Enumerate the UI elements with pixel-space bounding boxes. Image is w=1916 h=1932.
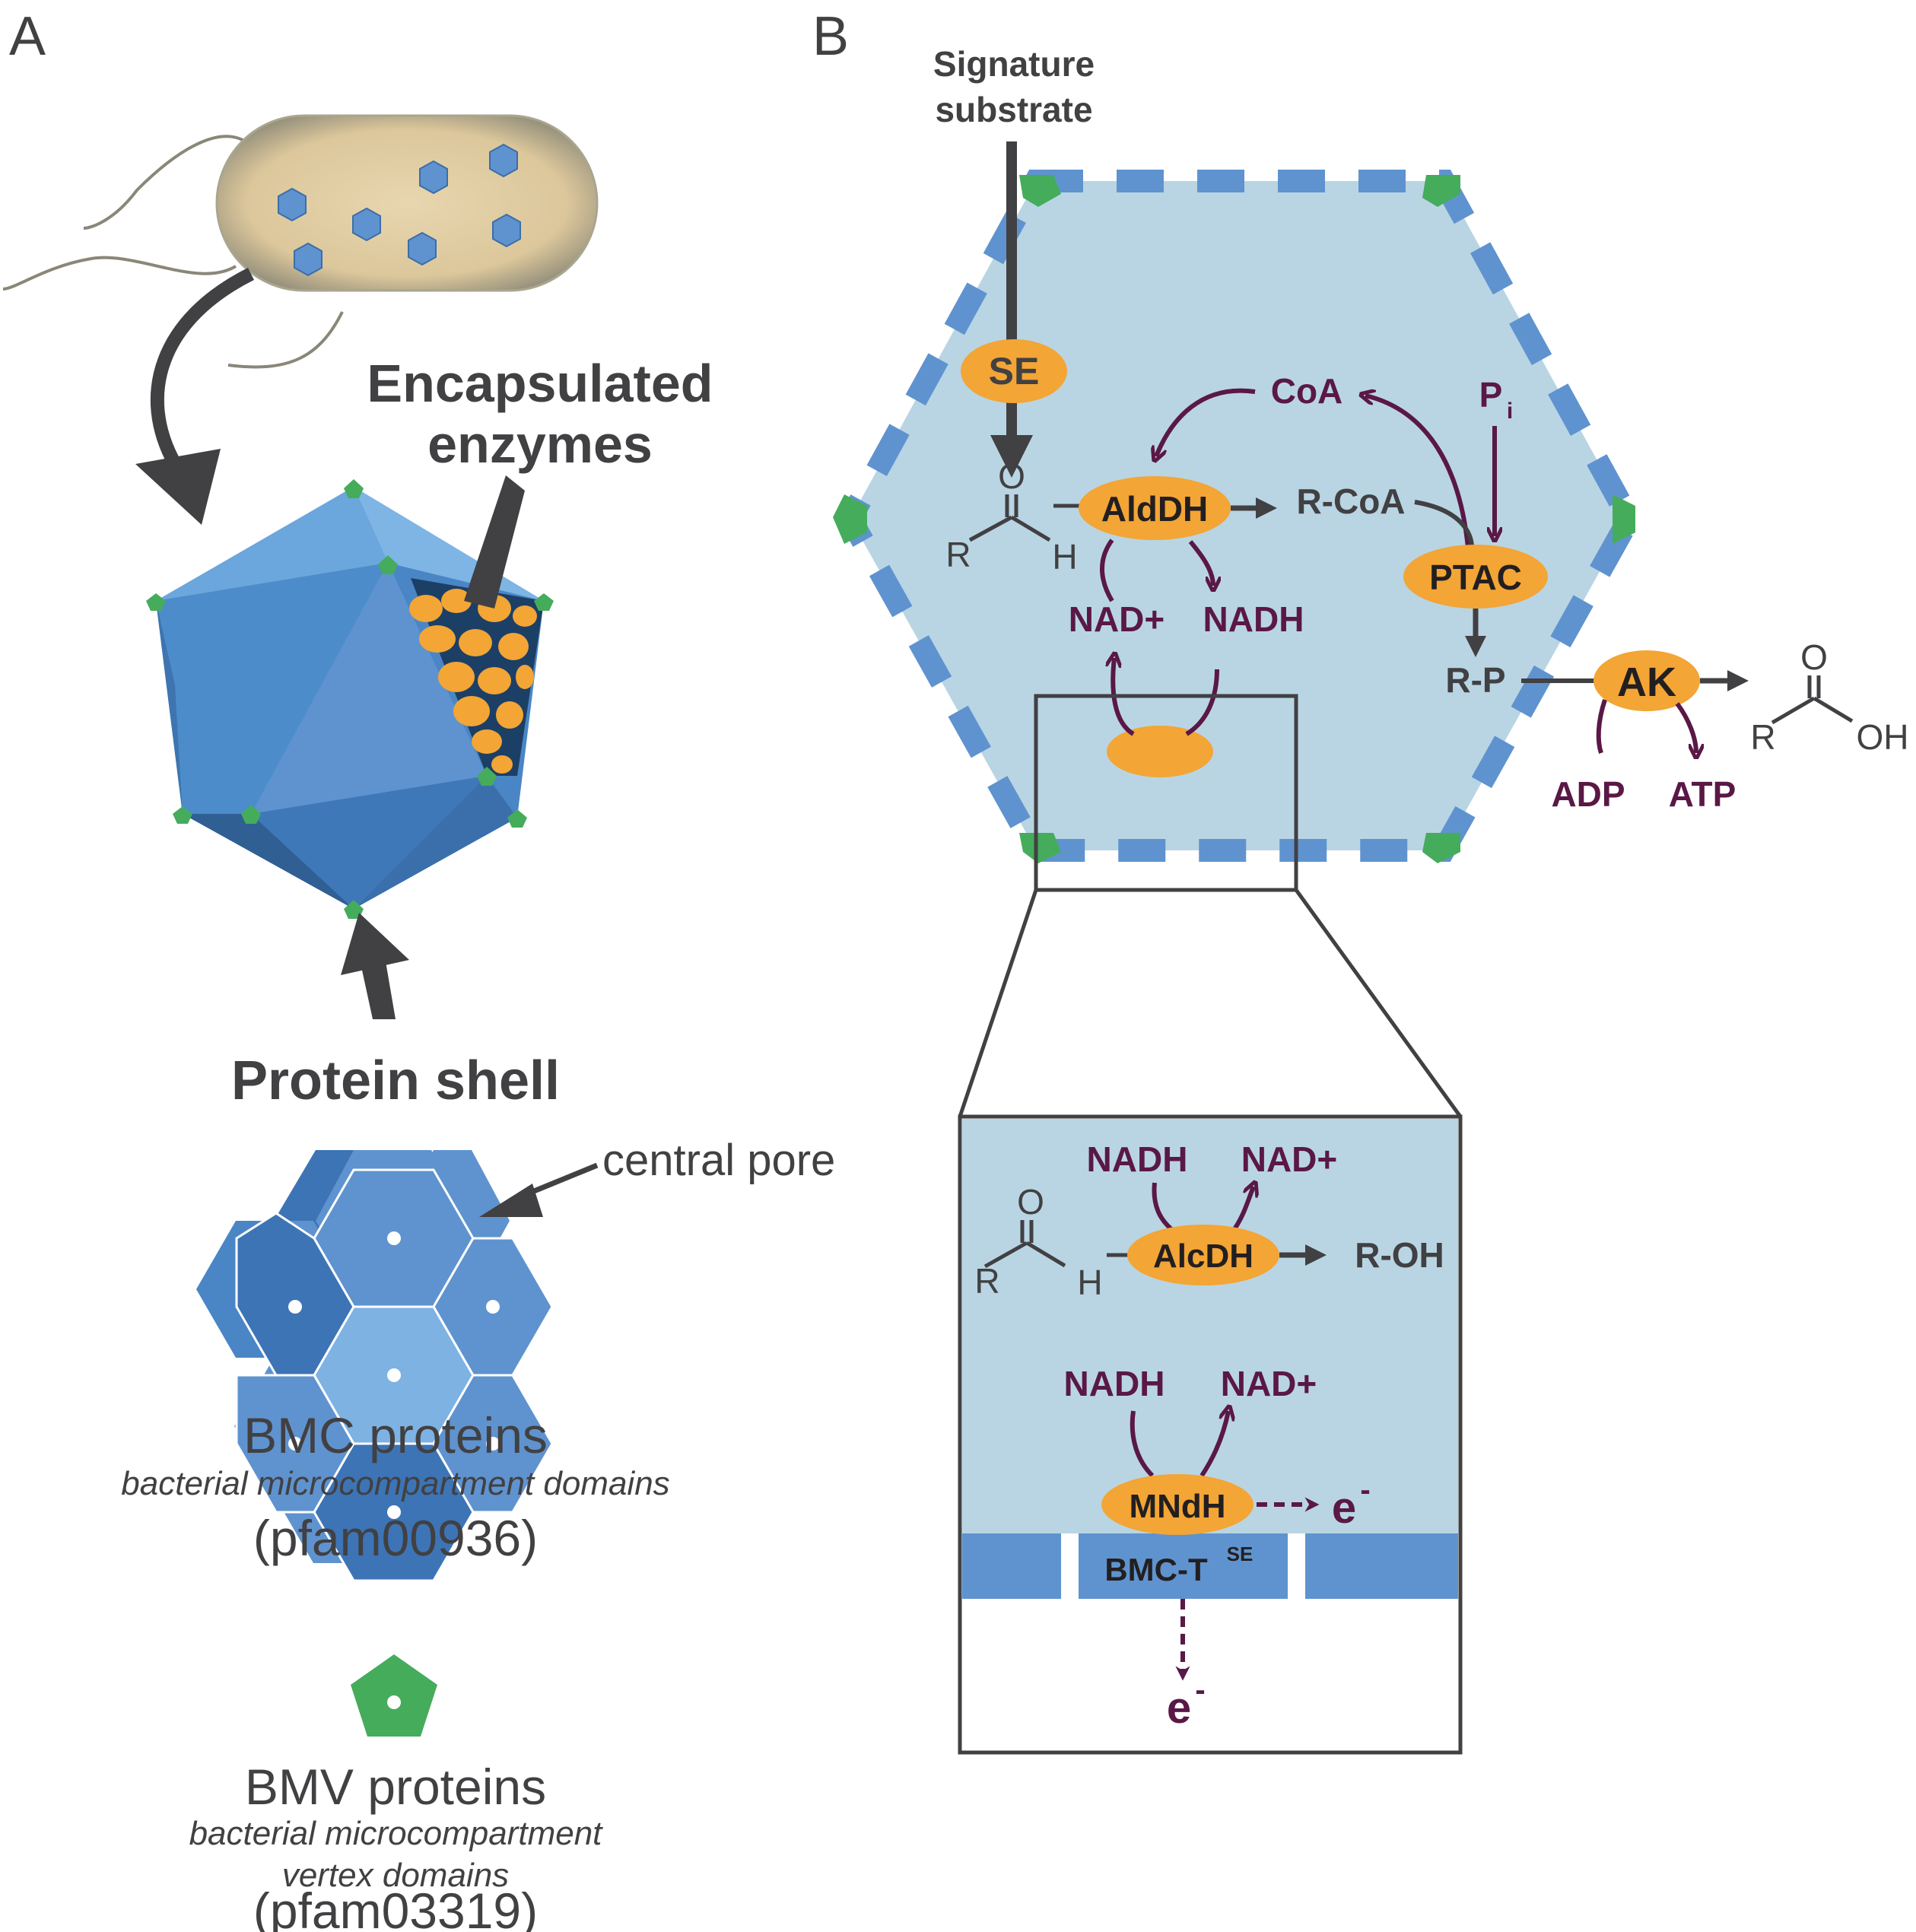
bmv-proteins-pfam: (pfam03319): [253, 1883, 538, 1932]
r-p-label: R-P: [1445, 660, 1505, 700]
inset-nadh-label-1: NADH: [1087, 1139, 1188, 1179]
coa-to-alddh-arrow: [1156, 388, 1256, 456]
signature-substrate-label-line2: substrate: [935, 90, 1092, 129]
aldehyde-o: O: [998, 456, 1025, 496]
acid-oh: OH: [1857, 717, 1909, 757]
enzyme-ptac: [1403, 545, 1548, 609]
central-pore-label: central pore: [602, 1136, 835, 1185]
pi-label: P: [1479, 375, 1503, 415]
zoom-line-right: [1294, 888, 1463, 1118]
rcoa-to-ptac-line: [1414, 500, 1474, 548]
nadh-to-recycling-arc: [1185, 669, 1219, 736]
bmv-proteins-subtitle-line2: vertex domains: [282, 1857, 509, 1894]
mini-microcompartment-icon: [278, 143, 521, 277]
inset-aldehyde-r: R: [974, 1261, 999, 1301]
recycling-to-nad-arrow: [1113, 658, 1135, 736]
electron-label-1: e: [1332, 1483, 1356, 1533]
inset-nadh-label-2: NADH: [1064, 1364, 1165, 1403]
r-oh-label: R-OH: [1355, 1235, 1444, 1275]
encapsulated-enzymes-title-line2: enzymes: [427, 415, 653, 474]
inset-shell-segment-right: [1305, 1533, 1458, 1599]
adp-to-ak-arc: [1596, 699, 1607, 754]
zoom-line-left: [958, 889, 1038, 1117]
electron-sup-2: -: [1195, 1673, 1205, 1707]
signature-substrate-label: Signature: [933, 44, 1095, 84]
bmc-proteins-title: BMC proteins: [243, 1407, 548, 1463]
protein-shell-label: Protein shell: [231, 1050, 560, 1111]
enzyme-mndh: [1101, 1474, 1254, 1535]
aldehyde-structure: [968, 494, 1080, 542]
aldehyde-h: H: [1052, 537, 1077, 577]
bmc-proteins-subtitle: bacterial microcompartment domains: [121, 1465, 669, 1502]
pi-subscript: i: [1507, 399, 1513, 424]
inset-lumen: [962, 1119, 1458, 1533]
ak-to-atp-arrow: [1675, 702, 1696, 753]
zoom-arrow-curved: [150, 267, 255, 468]
bmc-proteins-pfam: (pfam00936): [253, 1510, 538, 1566]
bmc-t-se-sup: SE: [1227, 1543, 1254, 1565]
panel-label-b: B: [812, 6, 849, 67]
electron-label-2: e: [1167, 1683, 1191, 1733]
encapsulated-enzymes-title: Encapsulated: [367, 354, 713, 413]
nad-to-alddh-arc: [1100, 539, 1114, 602]
enzyme-alcdh-label: AlcDH: [1153, 1238, 1254, 1275]
enzyme-mndh-label: MNdH: [1129, 1488, 1225, 1525]
inset-aldehyde-h: H: [1077, 1263, 1102, 1302]
electron-sup-1: -: [1360, 1473, 1370, 1507]
recycling-enzyme: [1107, 726, 1213, 777]
inset-nadh-to-mndh-arc: [1130, 1410, 1155, 1478]
zoom-box: [1034, 694, 1298, 892]
enzymes-pointer-arrow: [464, 475, 525, 609]
inset-shell-segment-left: [962, 1533, 1061, 1599]
bmv-proteins-title: BMV proteins: [245, 1759, 546, 1815]
enzyme-ptac-label: PTAC: [1429, 558, 1522, 597]
inset-aldehyde-o: O: [1017, 1182, 1044, 1222]
inset-nad-plus-label-2: NAD+: [1221, 1364, 1317, 1403]
acid-r: R: [1750, 717, 1775, 757]
enzyme-ak: [1593, 650, 1700, 711]
nadh-label: NADH: [1203, 599, 1304, 639]
atp-label: ATP: [1669, 774, 1736, 814]
enzyme-alddh-label: AldDH: [1101, 489, 1209, 529]
bmv-pore-dot: [387, 1695, 401, 1709]
r-coa-label: R-CoA: [1296, 481, 1405, 521]
microcompartment-icosahedron: [146, 479, 554, 919]
zoom-arrow-head-icon: [135, 449, 221, 525]
central-pore-pointer-head-icon: [479, 1184, 543, 1217]
shell-vertex-icon: [833, 175, 1635, 863]
inset-aldehyde-structure: [983, 1220, 1130, 1269]
carboxylic-acid-structure: [1771, 675, 1854, 725]
coa-label: CoA: [1271, 371, 1343, 411]
acid-o: O: [1800, 637, 1828, 677]
inset-nad-plus-label-1: NAD+: [1241, 1139, 1338, 1179]
alddh-to-nadh-arrow: [1188, 540, 1213, 586]
bmc-t-se-shell-protein: [1079, 1533, 1288, 1599]
encapsulated-enzyme-blobs: [409, 589, 537, 774]
adp-label: ADP: [1551, 774, 1625, 814]
enzyme-ak-label: AK: [1617, 659, 1676, 705]
vertex-pentamer-icon: [146, 479, 554, 919]
inset-mndh-to-nad-arrow: [1199, 1411, 1228, 1477]
central-pore-dots: [288, 1231, 500, 1519]
aldehyde-r: R: [945, 535, 971, 574]
bmv-proteins-subtitle-line1: bacterial microcompartment: [189, 1815, 604, 1852]
bacterium-cell: [2, 114, 599, 369]
enzyme-se: [961, 339, 1067, 403]
enzyme-alcdh: [1127, 1225, 1279, 1285]
nad-plus-label: NAD+: [1069, 599, 1165, 639]
panel-label-a: A: [9, 6, 46, 67]
shell-pointer-arrow-head-icon: [341, 913, 409, 975]
enzyme-alddh: [1079, 476, 1231, 540]
bmc-t-se-label: BMC-T: [1104, 1552, 1208, 1587]
ptac-release-coa-arrow: [1365, 396, 1470, 548]
enzyme-se-label: SE: [989, 350, 1040, 392]
